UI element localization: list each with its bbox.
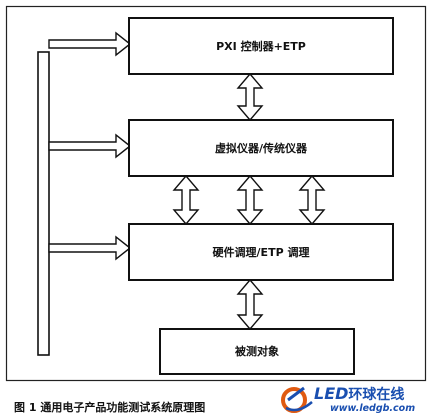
block-virtual (128, 119, 394, 177)
double-arrow-virtual-hardware-2 (236, 174, 264, 226)
figure-caption: 图 1 通用电子产品功能测试系统原理图 (14, 401, 206, 414)
logo-url: www.ledgb.com (330, 403, 416, 414)
bus-arrow-virtual (48, 133, 132, 159)
block-pxi (128, 17, 394, 75)
watermark-logo: LED环球在线 www.ledgb.com (278, 384, 428, 416)
led-logo-icon (281, 386, 313, 413)
outer-frame (5, 5, 427, 382)
block-virtual-label: 虚拟仪器/传统仪器 (215, 141, 308, 155)
block-pxi-label: PXI 控制器+ETP (216, 39, 306, 53)
double-arrow-virtual-hardware-3 (298, 174, 326, 226)
block-dut (159, 328, 355, 375)
block-dut-label: 被测对象 (235, 344, 279, 358)
bus-arrow-hardware (48, 235, 132, 261)
logo-brand-latin: LED (314, 384, 349, 403)
logo-brand: LED环球在线 (314, 384, 404, 404)
double-arrow-hardware-dut (236, 278, 264, 331)
logo-brand-cn: 环球在线 (348, 387, 405, 403)
system-diagram: PXI 控制器+ETP 虚拟仪器/传统仪器 硬件调理/ETP 调理 被测对象 (5, 5, 427, 382)
double-arrow-virtual-hardware-1 (172, 174, 200, 226)
left-bus-bar (37, 51, 50, 356)
block-hardware (128, 223, 394, 281)
bus-arrow-pxi (48, 31, 132, 57)
block-hardware-label: 硬件调理/ETP 调理 (213, 245, 310, 259)
double-arrow-pxi-virtual (236, 72, 264, 122)
